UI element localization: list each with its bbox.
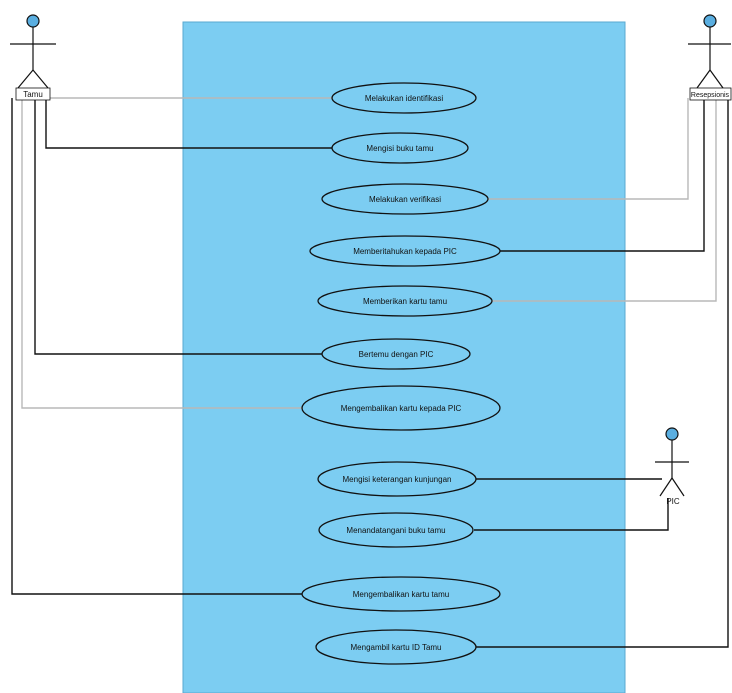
link-resepsionis-verifikasi (488, 98, 689, 200)
link-resepsionis-id (476, 98, 729, 648)
use-case: Mengisi keterangan kunjungan (317, 461, 477, 497)
use-case-label: Mengisi buku tamu (366, 144, 433, 153)
use-case: Menandatangani buku tamu (318, 512, 474, 548)
actor-resepsionis-label: Resepsionis (691, 92, 730, 99)
use-case: Melakukan identifikasi (331, 82, 477, 114)
actor-pic (655, 427, 689, 497)
actor-resepsionis-head (703, 14, 717, 28)
use-case-label: Mengisi keterangan kunjungan (343, 475, 452, 484)
use-case-label: Melakukan verifikasi (369, 195, 441, 204)
use-case: Mengambil kartu ID Tamu (315, 629, 477, 665)
link-tamu-bertemu (34, 98, 322, 355)
associations (11, 97, 729, 648)
use-case: Mengisi buku tamu (331, 132, 469, 164)
use-case-label: Mengambil kartu ID Tamu (351, 643, 442, 652)
actor-tamu-label: Tamu (23, 90, 43, 99)
actor-resepsionis (688, 14, 731, 89)
use-case-label: Memberitahukan kepada PIC (353, 247, 457, 256)
actor-resepsionis-label-box (689, 87, 732, 101)
actor-tamu (10, 14, 56, 89)
link-resepsionis-memberitahu (500, 98, 705, 252)
link-tamu-kembali-pic (21, 98, 302, 409)
link-resepsionis-kartu (492, 98, 717, 302)
use-case-label: Memberikan kartu tamu (363, 297, 447, 306)
link-tamu-buku (45, 98, 332, 149)
use-case: Melakukan verifikasi (321, 183, 489, 215)
use-case: Mengembalikan kartu tamu (301, 576, 501, 612)
use-case-label: Mengembalikan kartu tamu (353, 590, 450, 599)
use-case-label: Menandatangani buku tamu (346, 526, 445, 535)
actor-tamu-label-box (15, 87, 51, 101)
actor-pic-label: PIC (666, 497, 680, 506)
use-case-label: Bertemu dengan PIC (359, 350, 434, 359)
use-case: Bertemu dengan PIC (321, 338, 471, 370)
use-cases: Melakukan identifikasi Mengisi buku tamu… (301, 82, 501, 665)
actor-tamu-head (26, 14, 40, 28)
link-tamu-kembali-tamu (11, 98, 302, 595)
actor-pic-head (665, 427, 679, 441)
use-case: Memberitahukan kepada PIC (309, 235, 501, 267)
use-case-label: Melakukan identifikasi (365, 94, 443, 103)
use-case: Mengembalikan kartu kepada PIC (301, 385, 501, 431)
link-pic-tandatangan (474, 498, 669, 531)
use-case: Memberikan kartu tamu (317, 285, 493, 317)
use-case-label: Mengembalikan kartu kepada PIC (341, 404, 462, 413)
